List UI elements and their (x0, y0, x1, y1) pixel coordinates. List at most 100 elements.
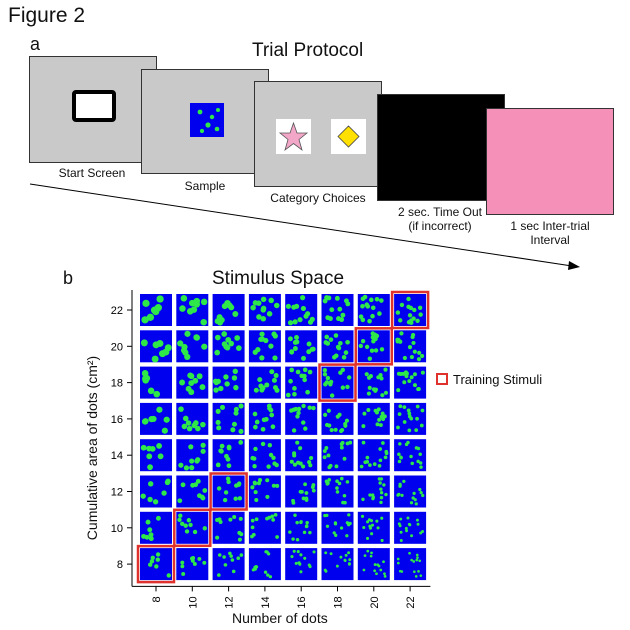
x-tick-label: 16 (296, 596, 308, 608)
stimulus-tile (176, 439, 209, 472)
stimulus-tile (176, 330, 209, 363)
stimulus-tile (140, 294, 172, 326)
stimulus-tile (140, 475, 172, 508)
figure-title: Figure 2 (8, 4, 86, 27)
start-rectangle (72, 90, 116, 122)
stimulus-tile (394, 548, 427, 581)
y-tick-label: 14 (111, 450, 123, 462)
stimulus-tile (321, 402, 354, 435)
trial-protocol-title: Trial Protocol (252, 40, 364, 61)
stimulus-tile (357, 366, 390, 399)
x-tick-label: 12 (224, 596, 236, 608)
y-tick-label: 22 (111, 305, 123, 317)
timeline-arrow (29, 183, 580, 270)
y-tick-label: 10 (111, 523, 123, 535)
training-highlight (209, 472, 248, 511)
stimulus-space-title: Stimulus Space (212, 268, 345, 289)
stimulus-tile (212, 548, 245, 581)
stimulus-tile (321, 439, 354, 472)
stimulus-tile (212, 366, 245, 399)
inter-trial-caption: 1 sec Inter-trial Interval (510, 219, 590, 247)
sample-caption: Sample (184, 179, 226, 193)
training-highlight (136, 544, 176, 584)
star-choice (276, 119, 311, 154)
stimulus-tile (140, 402, 172, 435)
stimulus-tile (176, 402, 209, 435)
stimulus-tile (176, 548, 209, 581)
y-tick-label: 16 (111, 414, 123, 426)
training-highlight (390, 290, 430, 330)
stimulus-tile (394, 439, 427, 472)
y-tick-label: 20 (111, 341, 123, 353)
stimulus-tile (285, 475, 318, 508)
stimulus-tile (285, 402, 318, 435)
y-tick-label: 12 (111, 487, 123, 499)
category-choices-caption: Category Choices (270, 191, 366, 205)
stimulus-tile (140, 511, 172, 544)
stimulus-tile (248, 439, 281, 472)
x-tick-label: 20 (369, 596, 381, 608)
diamond-choice (331, 119, 366, 154)
x-axis-label: Number of dots (232, 610, 328, 626)
stimulus-tile (140, 330, 172, 363)
stimulus-tile (212, 511, 245, 544)
stimulus-tile (321, 366, 354, 399)
stimulus-tile (140, 548, 172, 581)
stimulus-tile (140, 439, 172, 472)
stimulus-tile (248, 294, 281, 326)
sample-screen (141, 69, 269, 174)
stimulus-tile (285, 366, 318, 399)
x-tick-label: 8 (151, 596, 163, 602)
stimulus-tile (176, 366, 209, 399)
stimulus-tile (357, 439, 390, 472)
stimulus-tile (248, 475, 281, 508)
stimulus-tile (248, 511, 281, 544)
stimulus-tile (212, 439, 245, 472)
stimulus-tile (212, 402, 245, 435)
stimulus-tile (212, 475, 245, 508)
x-tick-label: 22 (405, 596, 417, 608)
stimulus-tile (357, 402, 390, 435)
stimulus-tile (357, 294, 390, 326)
training-highlight (173, 508, 212, 548)
stimulus-tile (176, 511, 209, 544)
y-tick-label: 8 (117, 559, 123, 571)
stimulus-tile (357, 548, 390, 581)
stimulus-tile (394, 475, 427, 508)
y-tick-label: 18 (111, 378, 123, 390)
stimulus-tile (321, 548, 354, 581)
panel-a-letter: a (30, 34, 41, 54)
x-tick-label: 18 (333, 596, 345, 608)
time-out-caption: 2 sec. Time Out (if incorrect) (397, 205, 483, 233)
stimulus-tile (357, 475, 390, 508)
stimulus-tile (140, 366, 172, 399)
stimulus-tile (394, 330, 427, 363)
stimulus-tile (357, 330, 390, 363)
training-legend-label: Training Stimuli (453, 372, 543, 387)
training-legend-swatch (436, 373, 448, 385)
stimulus-tile (285, 439, 318, 472)
stimulus-tile (285, 294, 318, 326)
stimulus-tile (285, 330, 318, 363)
stimulus-tile (285, 548, 318, 581)
stimulus-tile (394, 511, 427, 544)
inter-trial-screen (486, 108, 614, 215)
stimulus-tile (212, 294, 245, 326)
stimulus-tile (321, 511, 354, 544)
panel-b-letter: b (63, 268, 74, 288)
stimulus-tile (248, 366, 281, 399)
stimulus-tile (357, 511, 390, 544)
stimulus-tile (394, 402, 427, 435)
stimulus-tile (176, 475, 209, 508)
stimulus-tile (248, 548, 281, 581)
x-tick-label: 14 (260, 596, 272, 608)
stimulus-tile (285, 511, 318, 544)
sample-stimulus (190, 103, 224, 137)
stimulus-tile (212, 330, 245, 363)
stimulus-tile (394, 366, 427, 399)
stimulus-tile (248, 330, 281, 363)
stimulus-tile (321, 294, 354, 326)
category-choices-screen (254, 81, 382, 187)
start-screen (29, 56, 157, 163)
